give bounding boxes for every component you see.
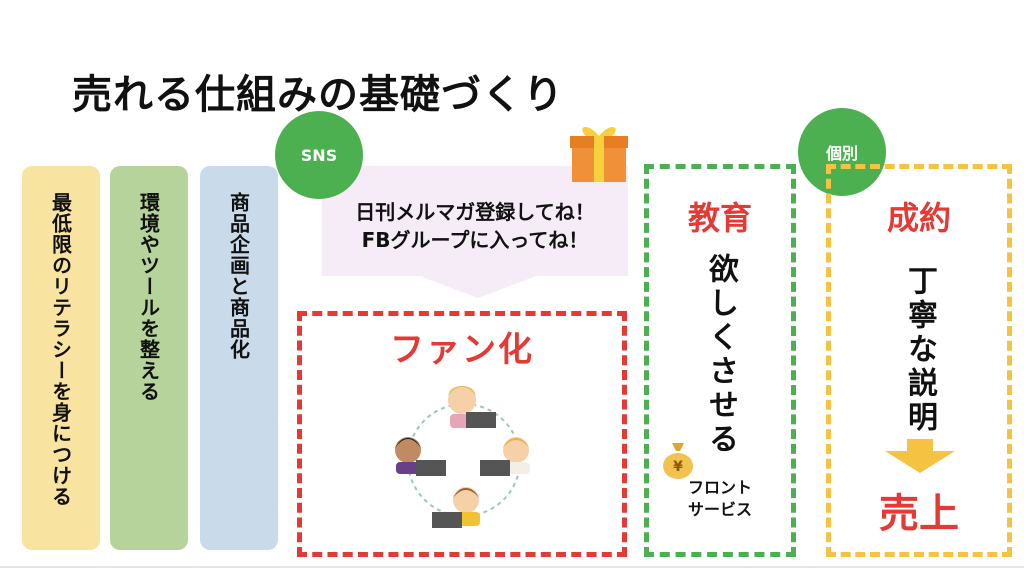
gift-icon bbox=[570, 126, 628, 182]
pillar-tools-label: 環境やツールを整える bbox=[136, 192, 161, 402]
deal-box: 成約 丁寧な説明 売上 bbox=[826, 164, 1012, 557]
education-sub-1: フロント bbox=[687, 478, 752, 497]
fan-box: ファン化 bbox=[297, 311, 627, 557]
pillar-literacy: 最低限のリテラシーを身につける bbox=[22, 166, 100, 550]
pillar-literacy-label: 最低限のリテラシーを身につける bbox=[48, 192, 73, 507]
education-title: 教育 bbox=[687, 199, 752, 237]
callout-arrow bbox=[420, 276, 536, 298]
pillar-product-label: 商品企画と商品化 bbox=[226, 192, 251, 360]
pillar-product: 商品企画と商品化 bbox=[200, 166, 278, 550]
people-network-icon bbox=[395, 386, 530, 528]
bottom-divider bbox=[0, 566, 1024, 568]
sns-badge: SNS bbox=[275, 111, 363, 199]
callout-line-1: 日刊メルマガ登録してね！ bbox=[355, 200, 595, 224]
deal-title: 成約 bbox=[886, 199, 951, 237]
pillar-tools: 環境やツールを整える bbox=[110, 166, 188, 550]
education-box: 教育 欲しくさせる ¥ フロント サービス bbox=[644, 164, 796, 557]
education-sub-2: サービス bbox=[687, 500, 752, 519]
arrow-down-icon bbox=[885, 439, 955, 473]
fan-title: ファン化 bbox=[390, 330, 534, 370]
deal-text: 丁寧な説明 bbox=[902, 265, 937, 435]
sales-text: 売上 bbox=[879, 491, 959, 537]
callout-text: 日刊メルマガ登録してね！ FBグループに入ってね！ bbox=[322, 198, 628, 254]
page-title: 売れる仕組みの基礎づくり bbox=[72, 72, 564, 118]
individual-badge: 個別 bbox=[798, 108, 886, 196]
callout-box: 日刊メルマガ登録してね！ FBグループに入ってね！ bbox=[322, 166, 628, 276]
money-bag-icon: ¥ bbox=[663, 443, 693, 479]
callout-line-2: FBグループに入ってね！ bbox=[361, 228, 589, 252]
education-sub: フロント サービス bbox=[649, 477, 791, 521]
svg-text:¥: ¥ bbox=[673, 459, 683, 475]
education-text: 欲しくさせる bbox=[703, 253, 738, 457]
